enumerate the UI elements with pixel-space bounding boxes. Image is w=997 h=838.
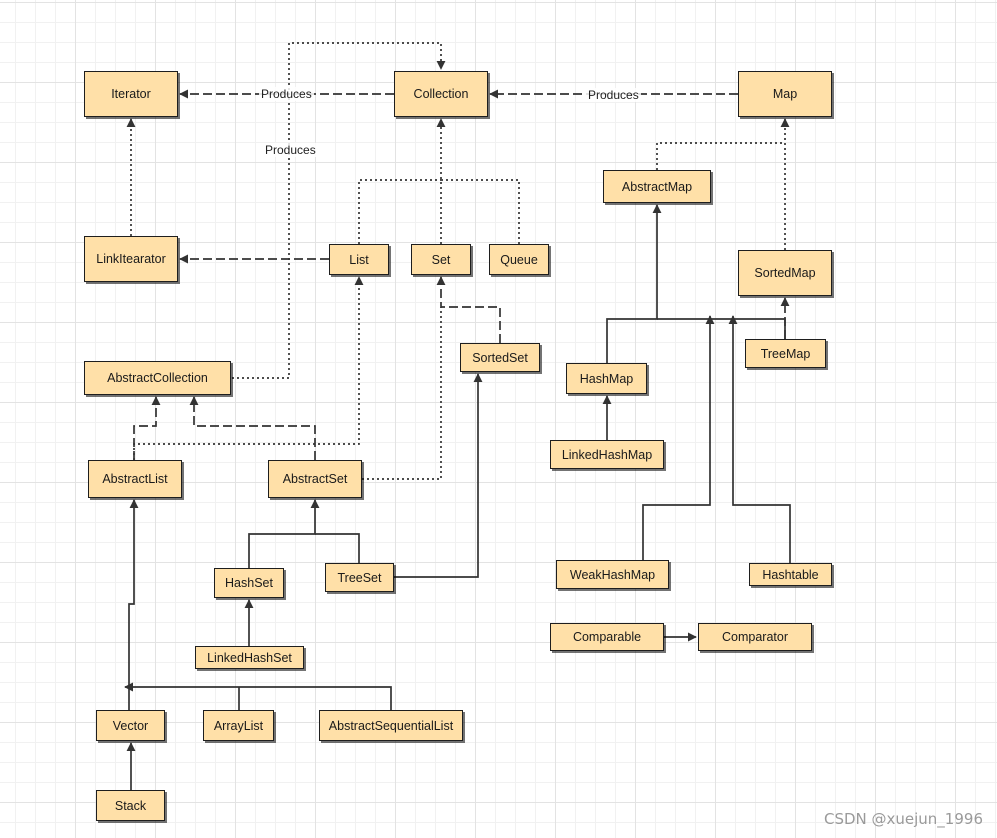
- edge-hashset-abstractset: [248, 499, 320, 568]
- node-weakhashmap[interactable]: WeakHashMap: [556, 560, 669, 589]
- edge-treeset-sortedset: [394, 373, 483, 578]
- node-abstractcollection[interactable]: AbstractCollection: [84, 361, 231, 395]
- node-vector[interactable]: Vector: [96, 710, 165, 741]
- node-sortedset[interactable]: SortedSet: [460, 343, 540, 372]
- edge-abstractcollection-produces-collection: [232, 42, 446, 379]
- edge-label-produces-abstractcollection: Produces: [263, 143, 318, 157]
- node-collection[interactable]: Collection: [394, 71, 488, 117]
- edge-weakhashmap: [642, 315, 715, 560]
- edge-abstractlist-abstractcollection: [133, 396, 161, 460]
- node-queue[interactable]: Queue: [489, 244, 549, 275]
- node-abstractsequentiallist[interactable]: AbstractSequentialList: [319, 710, 463, 741]
- node-iterator[interactable]: Iterator: [84, 71, 178, 117]
- node-comparable[interactable]: Comparable: [550, 623, 664, 651]
- edge-sortedset-set: [436, 276, 501, 343]
- node-hashtable[interactable]: Hashtable: [749, 563, 832, 586]
- edge-vector-abstractlist: [128, 499, 139, 710]
- edge-label-produces-iterator: Produces: [259, 87, 314, 101]
- node-arraylist[interactable]: ArrayList: [203, 710, 274, 741]
- edge-list-collection: [358, 179, 441, 244]
- node-abstractlist[interactable]: AbstractList: [88, 460, 182, 498]
- node-hashset[interactable]: HashSet: [214, 568, 284, 598]
- edge-abstractsequentiallist-branch: [124, 682, 392, 710]
- node-sortedmap[interactable]: SortedMap: [738, 250, 832, 296]
- node-set[interactable]: Set: [411, 244, 471, 275]
- edge-hashmap-abstractmap: [606, 204, 662, 363]
- node-linkedhashset[interactable]: LinkedHashSet: [195, 646, 304, 669]
- node-abstractmap[interactable]: AbstractMap: [603, 170, 711, 203]
- node-map[interactable]: Map: [738, 71, 832, 117]
- node-linkedhashmap[interactable]: LinkedHashMap: [550, 440, 664, 469]
- edge-treemap-abstractmap: [657, 318, 786, 339]
- node-hashmap[interactable]: HashMap: [566, 363, 647, 394]
- edge-hashtable: [728, 315, 791, 563]
- node-stack[interactable]: Stack: [96, 790, 165, 821]
- edge-treeset-abstractset: [315, 533, 360, 563]
- node-treemap[interactable]: TreeMap: [745, 339, 826, 368]
- edge-label-produces-map: Produces: [586, 88, 641, 102]
- edge-queue-collection: [441, 179, 520, 244]
- node-treeset[interactable]: TreeSet: [325, 563, 394, 592]
- edge-abstractmap-map: [656, 142, 785, 170]
- edge-abstractset-abstractcollection: [189, 396, 316, 460]
- node-comparator[interactable]: Comparator: [698, 623, 812, 651]
- edge-abstractset-set: [362, 307, 442, 480]
- node-linkitearator[interactable]: LinkItearator: [84, 236, 178, 282]
- node-abstractset[interactable]: AbstractSet: [268, 460, 362, 498]
- node-list[interactable]: List: [329, 244, 389, 275]
- watermark: CSDN @xuejun_1996: [823, 810, 983, 828]
